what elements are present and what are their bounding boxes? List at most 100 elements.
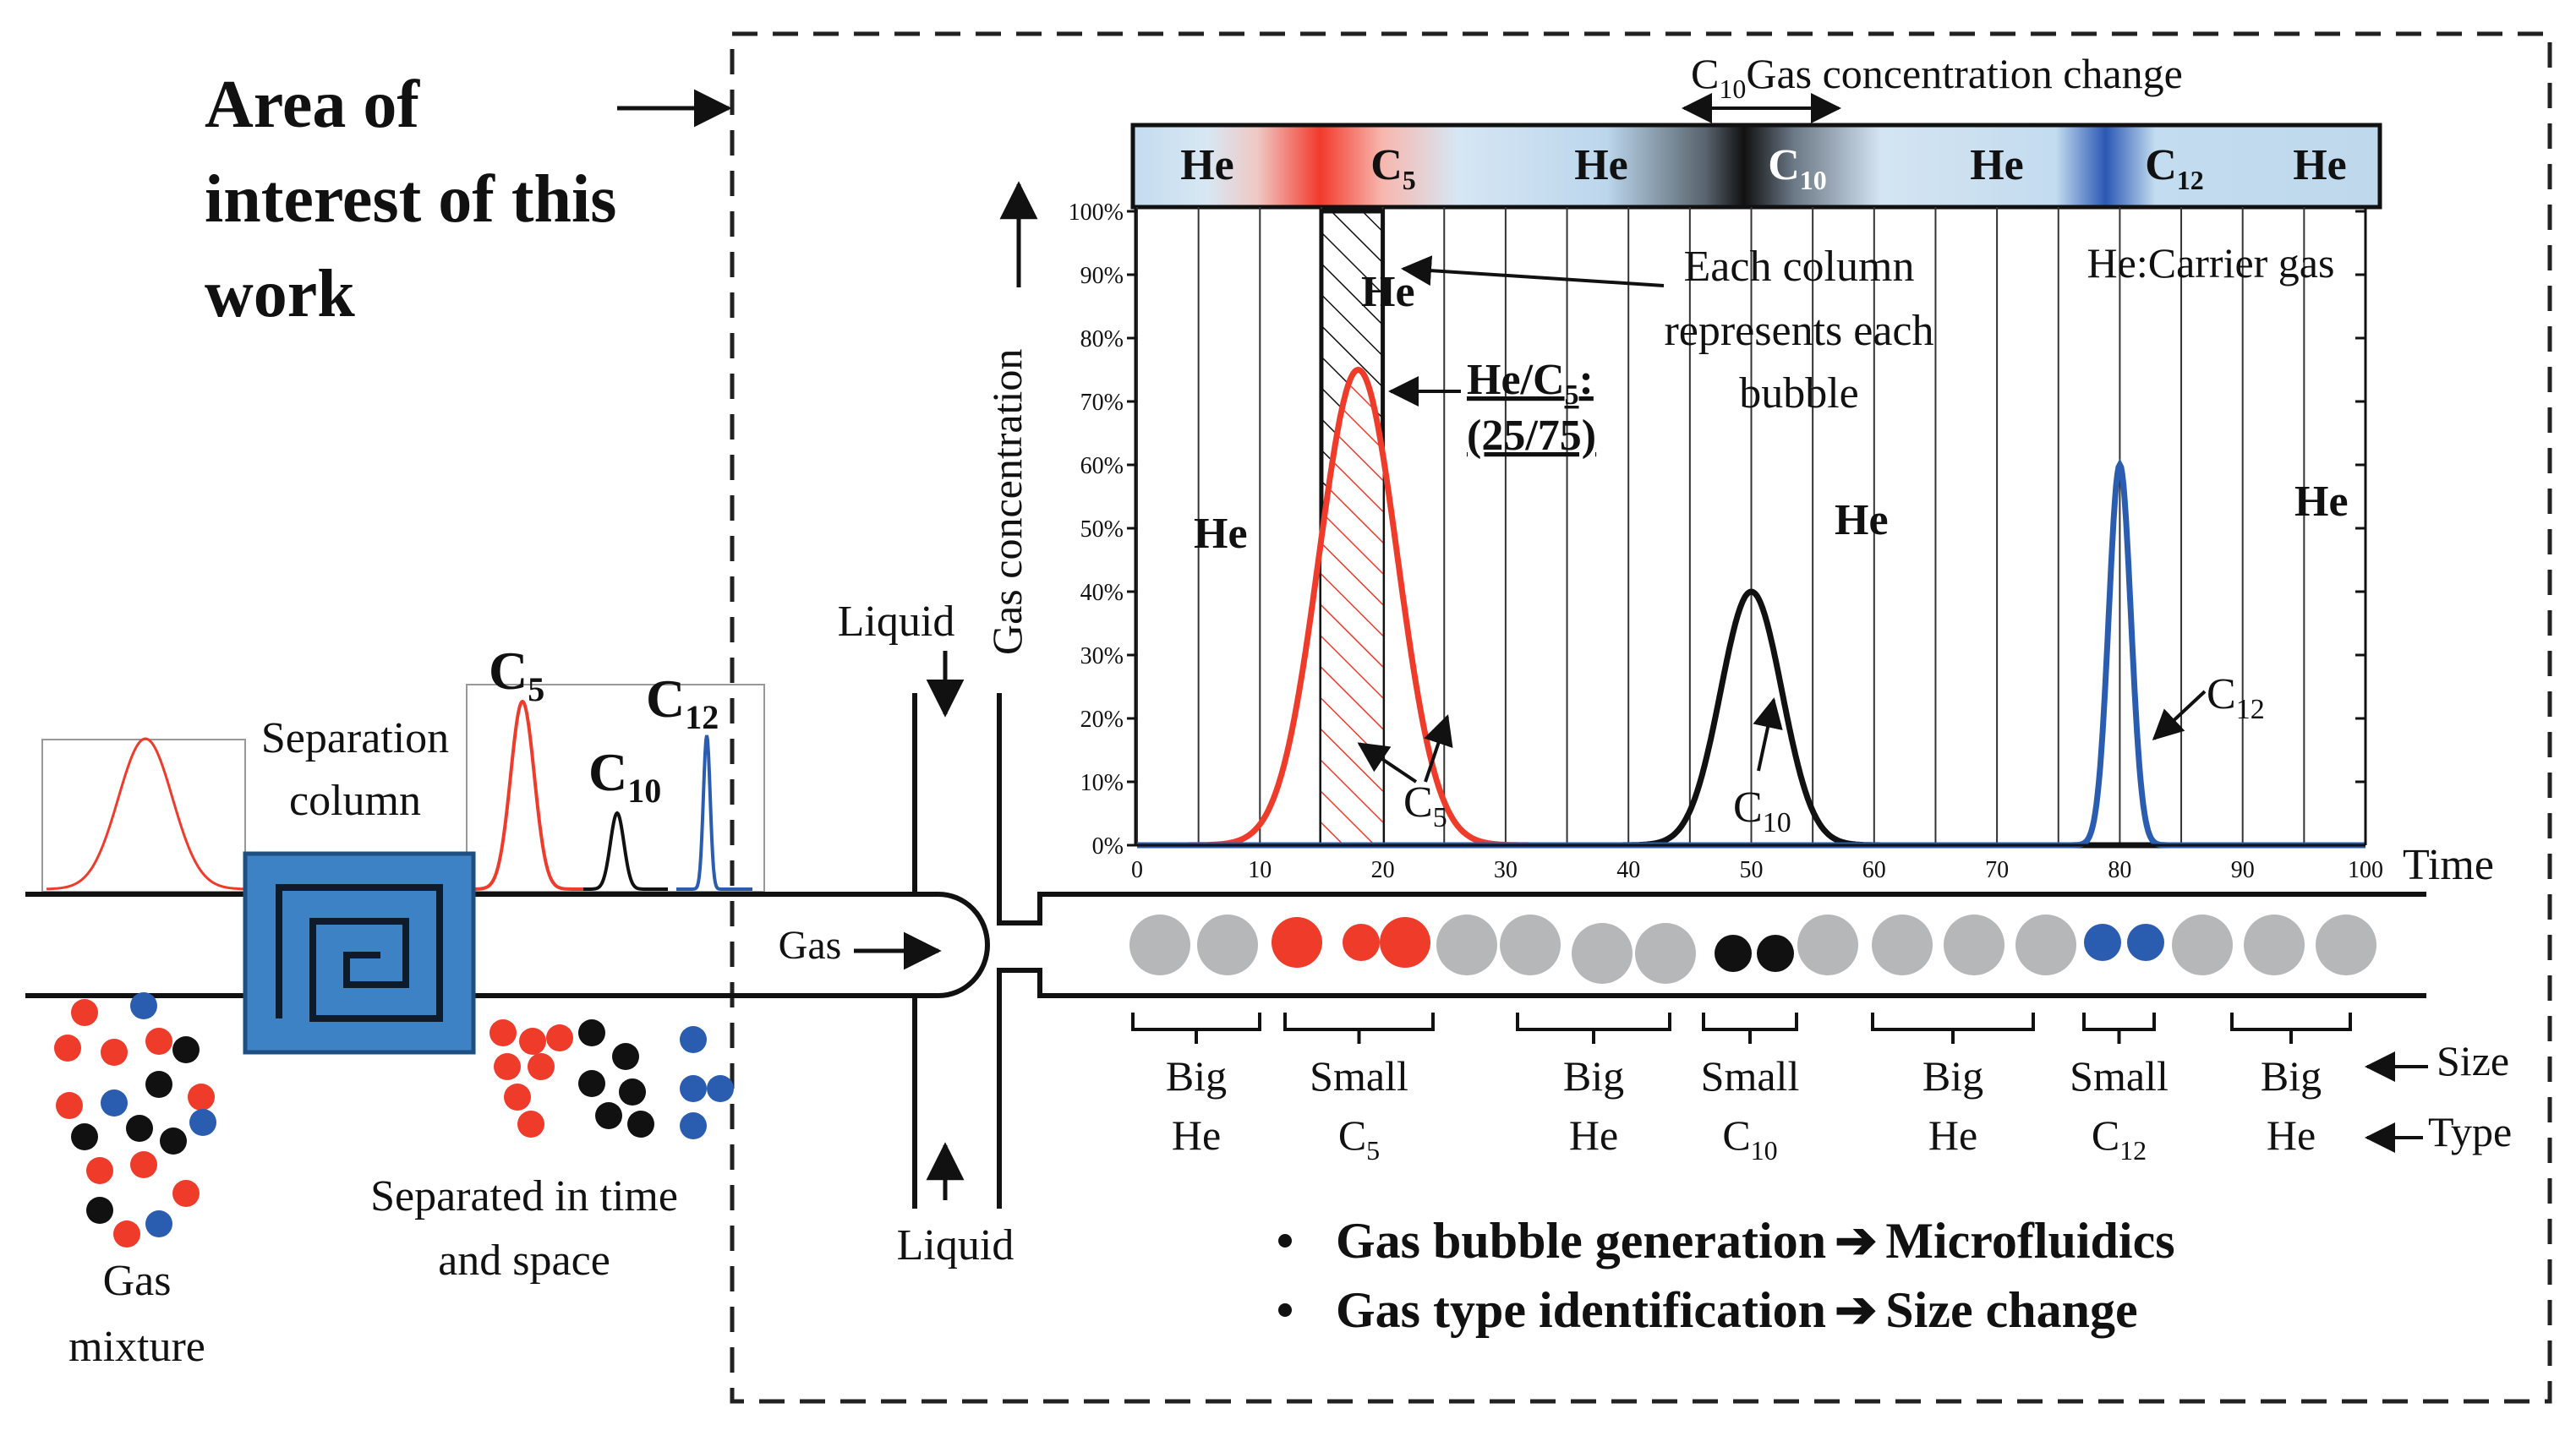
gas-particle-c12	[101, 1089, 128, 1117]
x-tick-label: 10	[1248, 857, 1272, 883]
size-legend-label: Size	[2437, 1037, 2509, 1084]
x-tick-label: 0	[1131, 857, 1143, 883]
bullet-1: Gas bubble generation➔Microfluidics	[1336, 1213, 2175, 1269]
bubble-c10	[1715, 935, 1752, 972]
c5-peak-label: C5	[489, 641, 544, 708]
gas-particle-c5	[113, 1220, 140, 1248]
gas-particle-c12	[189, 1109, 216, 1136]
separated-particle-c12	[680, 1026, 707, 1053]
liquid-bottom-label: Liquid	[897, 1221, 1015, 1269]
y-tick-label: 80%	[1080, 326, 1124, 352]
gas-particle-c10	[160, 1128, 187, 1155]
band-label: C5	[1370, 141, 1416, 195]
y-axis-label: Gas concentration	[983, 349, 1031, 655]
separated-particle-c5	[528, 1053, 555, 1080]
bubble-he	[1572, 923, 1633, 984]
x-tick-label: 100	[2348, 857, 2383, 883]
type-legend-label: Type	[2428, 1108, 2512, 1155]
separated-particle-c5	[504, 1084, 531, 1111]
bubble-he	[2244, 915, 2305, 975]
c5-pointer-arrow-right	[1424, 714, 1453, 783]
bubble-he	[1436, 915, 1497, 975]
bubble-groups: BigHeSmallC5BigHeSmallC10BigHeSmallC12Bi…	[1131, 1013, 2352, 1166]
c12-pointer-arrow	[2152, 690, 2207, 741]
each-column-note-2: represents each	[1664, 307, 1933, 355]
gas-inlet-label: Gas	[779, 923, 842, 968]
separated-particle-c12	[680, 1112, 707, 1139]
separated-particle-c10	[612, 1043, 639, 1070]
separated-particle-c5	[494, 1053, 521, 1080]
gas-particle-c12	[130, 992, 157, 1019]
y-tick-label: 90%	[1080, 263, 1124, 289]
bubble-he	[1944, 915, 2004, 975]
group-size-label: Big	[1166, 1052, 1227, 1100]
group-type-label: He	[2267, 1111, 2316, 1159]
bubble-c12	[2084, 924, 2121, 961]
bubble-c5	[1380, 917, 1430, 968]
gas-particle-c5	[188, 1084, 215, 1111]
group-size-label: Big	[1563, 1052, 1624, 1100]
y-tick-label: 60%	[1080, 453, 1124, 479]
band-label: He	[1970, 141, 2024, 189]
he-region-label-1: He	[1194, 510, 1248, 558]
c12-separated-peak	[676, 734, 752, 891]
bubble-he	[2015, 915, 2076, 975]
input-mixture-peak	[46, 737, 244, 891]
separated-particle-c10	[578, 1019, 605, 1046]
band-label: C10	[1768, 141, 1827, 195]
separation-column-coil	[276, 884, 443, 1022]
bubble-he	[1500, 915, 1561, 975]
gas-particle-c5	[54, 1035, 81, 1062]
bubble-he	[1197, 915, 1258, 975]
x-tick-label: 70	[1985, 857, 2009, 883]
bubble-train	[1129, 915, 2376, 984]
y-tick-label: 10%	[1080, 770, 1124, 796]
carrier-gas-note: He:Carrier gas	[2087, 239, 2335, 287]
group-brace	[1516, 1013, 1671, 1044]
gas-particle-c5	[56, 1092, 83, 1119]
group-brace	[1702, 1013, 1798, 1044]
gas-particle-c5	[71, 999, 98, 1026]
outlet-channel-top-wall	[997, 892, 2426, 925]
group-brace	[1283, 1013, 1435, 1044]
bubble-he	[1129, 915, 1190, 975]
band-label: He	[1574, 141, 1628, 189]
each-column-pointer	[1401, 255, 1665, 287]
band-label: He	[1180, 141, 1234, 189]
bubble-he	[1797, 915, 1858, 975]
hatched-column-he-label: He	[1361, 268, 1415, 316]
ratio-label-1: He/C5:	[1467, 356, 1594, 411]
bullet-dot-2	[1278, 1303, 1292, 1317]
bubble-he	[1872, 915, 1933, 975]
x-axis-label: Time	[2403, 841, 2494, 889]
gas-band	[1130, 123, 2382, 210]
y-tick-label: 70%	[1080, 390, 1124, 416]
c5-selected-area	[1321, 369, 1383, 845]
area-title-line-1: Area of	[205, 68, 420, 142]
gas-particle-c5	[172, 1180, 200, 1207]
bubble-he	[1635, 923, 1696, 984]
separated-particle-c12	[680, 1075, 707, 1102]
group-brace	[1131, 1013, 1261, 1044]
gas-mixture-label-1: Gas	[103, 1257, 172, 1305]
bubble-he	[2316, 915, 2376, 975]
x-tick-label: 20	[1371, 857, 1395, 883]
gas-particle-c12	[145, 1210, 172, 1237]
outlet-channel-bottom-wall	[997, 968, 2426, 998]
area-title-line-3: work	[205, 257, 355, 331]
c10-pointer-arrow	[1753, 697, 1783, 772]
separation-column-label-1: Separation	[261, 714, 449, 762]
y-tick-label: 30%	[1080, 643, 1124, 669]
group-size-label: Small	[2070, 1052, 2169, 1100]
group-type-label: C12	[2092, 1111, 2147, 1166]
x-tick-label: 50	[1740, 857, 1764, 883]
group-size-label: Big	[2261, 1052, 2322, 1100]
area-of-interest-box	[730, 31, 2552, 1404]
c12-peak-label: C12	[646, 669, 719, 736]
x-tick-label: 80	[2108, 857, 2131, 883]
x-tick-label: 90	[2231, 857, 2255, 883]
gas-particle-c5	[86, 1157, 113, 1184]
separated-label-1: Separated in time	[370, 1172, 678, 1220]
